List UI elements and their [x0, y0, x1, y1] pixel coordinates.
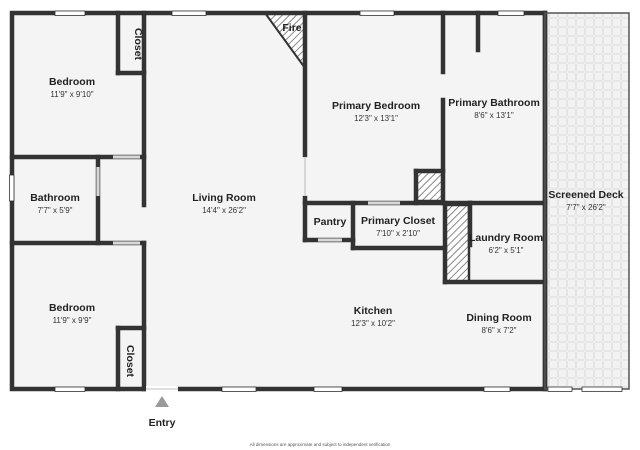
windows: [9, 10, 623, 392]
room-dims-screened-deck: 7'7" x 26'2": [566, 203, 606, 212]
room-name-bedroom-1: Bedroom: [49, 76, 95, 88]
room-name-primary-bedroom: Primary Bedroom: [332, 100, 420, 112]
closet-hatch-small: [414, 169, 445, 203]
room-dims-laundry-room: 6'2" x 5'1": [489, 246, 524, 255]
room-name-laundry-room: Laundry Room: [469, 232, 543, 244]
room-name-closet-2: Closet: [124, 345, 136, 378]
room-dims-primary-bathroom: 8'6" x 13'1": [474, 111, 514, 120]
room-name-screened-deck: Screened Deck: [548, 189, 623, 201]
room-dims-primary-bedroom: 12'3" x 13'1": [354, 114, 398, 123]
room-dims-primary-closet: 7'10" x 2'10": [376, 229, 420, 238]
entry-label: Entry: [149, 417, 176, 429]
room-name-kitchen: Kitchen: [354, 305, 393, 317]
closet-hatch-tall: [443, 203, 471, 284]
room-name-primary-closet: Primary Closet: [361, 215, 436, 227]
entry-arrow-icon: [155, 396, 169, 407]
room-name-pantry: Pantry: [314, 216, 347, 228]
footnote: All dimensions are approximate and subje…: [250, 442, 391, 447]
room-dims-bathroom: 7'7" x 5'9": [38, 206, 73, 215]
room-name-bedroom-2: Bedroom: [49, 302, 95, 314]
door-lines: [97, 156, 400, 244]
room-dims-bedroom-1: 11'9" x 9'10": [50, 90, 93, 99]
room-name-living-room: Living Room: [192, 192, 256, 204]
screened-deck-floor: [545, 13, 629, 389]
room-dims-kitchen: 12'3" x 10'2": [351, 319, 395, 328]
room-dims-living-room: 14'4" x 26'2": [202, 206, 246, 215]
room-dims-dining-room: 8'6" x 7'2": [482, 326, 517, 335]
room-dims-bedroom-2: 11'9" x 9'9": [53, 316, 92, 325]
room-name-bathroom: Bathroom: [30, 192, 80, 204]
room-name-primary-bathroom: Primary Bathroom: [448, 97, 540, 109]
room-name-fire: Fire: [282, 22, 301, 34]
room-name-closet-1: Closet: [132, 28, 144, 61]
room-name-dining-room: Dining Room: [466, 312, 531, 324]
